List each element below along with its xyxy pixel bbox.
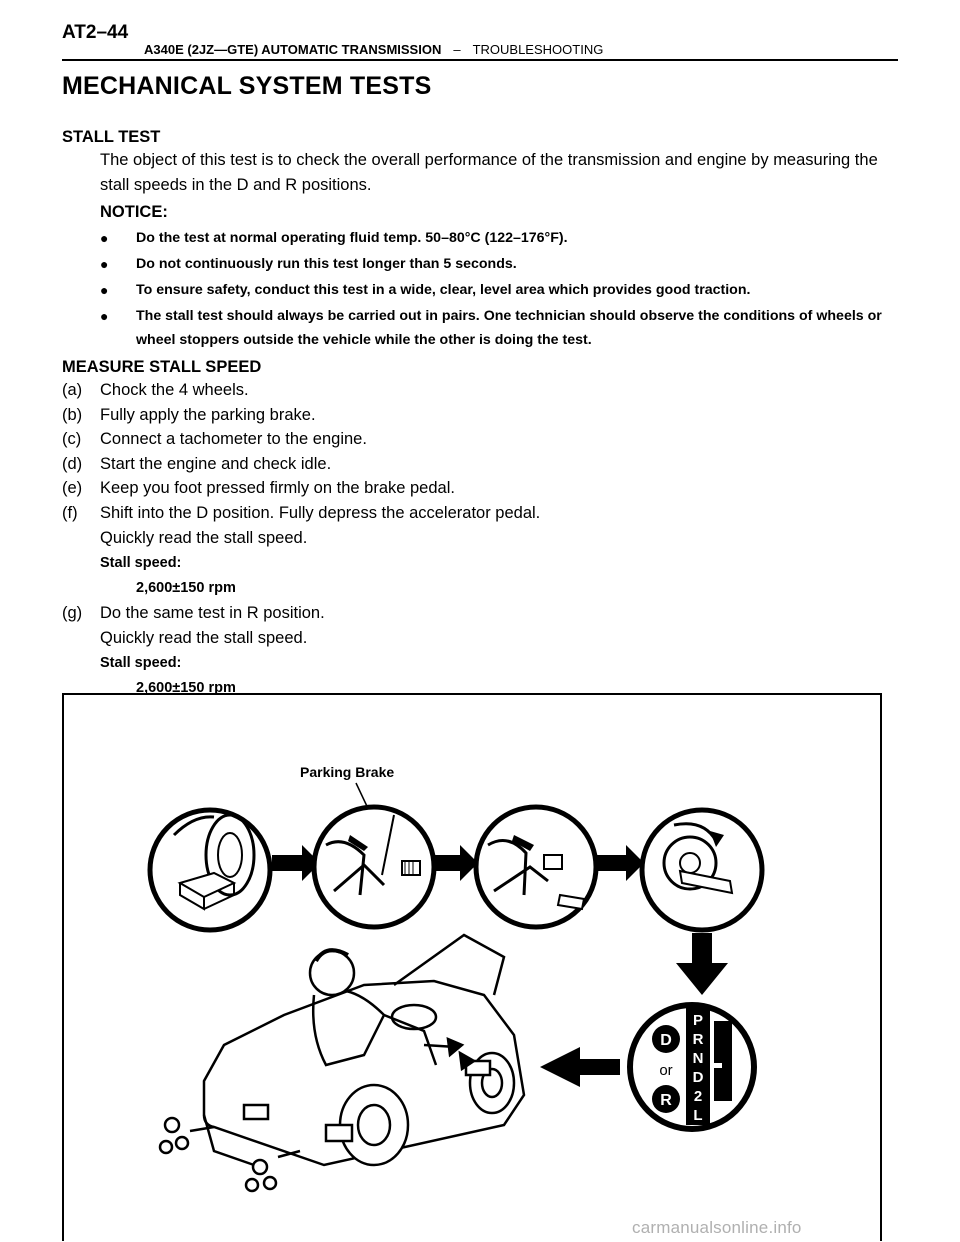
arrow-down-icon xyxy=(676,933,728,995)
step-label: (a) xyxy=(62,381,83,399)
step-label: (d) xyxy=(62,454,83,473)
step-item: (a) Chock the 4 wheels. xyxy=(62,378,898,403)
gear-letter: 2 xyxy=(694,1088,702,1105)
parking-brake-callout: Parking Brake xyxy=(300,764,394,780)
running-head-model: A340E (2JZ—GTE) AUTOMATIC TRANSMISSION xyxy=(144,42,442,57)
notice-label: NOTICE: xyxy=(100,203,168,221)
arrow-right-icon xyxy=(272,845,320,881)
bullet-icon: ● xyxy=(100,308,109,324)
arrow-left-icon xyxy=(540,1047,620,1087)
arrow-right-icon xyxy=(432,845,478,881)
step-text: Do the same test in R position. xyxy=(100,604,325,623)
step-text: Shift into the D position. Fully depress… xyxy=(100,503,541,522)
step-label: (b) xyxy=(62,405,83,424)
main-content: STALL TEST The object of this test is to… xyxy=(62,126,898,701)
notice-text: To ensure safety, conduct this test in a… xyxy=(136,282,751,298)
gear-letter: L xyxy=(693,1107,702,1124)
notice-list: ● Do the test at normal operating fluid t… xyxy=(100,226,898,352)
stall-test-description: The object of this test is to check the … xyxy=(100,151,878,194)
bullet-icon: ● xyxy=(100,256,109,272)
notice-text: The stall test should always be carried … xyxy=(136,308,882,348)
running-head-separator: – xyxy=(453,42,461,57)
notice-item: ● To ensure safety, conduct this test in … xyxy=(100,278,898,302)
selected-r-label: R xyxy=(660,1092,672,1109)
step-text: Fully apply the parking brake. xyxy=(100,405,316,424)
running-head-section: TROUBLESHOOTING xyxy=(472,42,604,57)
notice-text: Do not continuously run this test longer… xyxy=(136,256,517,272)
running-head: A340E (2JZ—GTE) AUTOMATIC TRANSMISSION–T… xyxy=(144,42,603,57)
selected-d-label: D xyxy=(660,1032,672,1049)
gear-letter: R xyxy=(693,1031,704,1048)
step-label: (g) xyxy=(62,604,83,623)
shift-indicator-icon: D or R P R N D 2 L xyxy=(627,1002,757,1132)
notice-item: ● Do not continuously run this test longe… xyxy=(100,252,898,276)
header-rule xyxy=(62,59,898,61)
measure-heading: MEASURE STALL SPEED xyxy=(62,358,262,376)
notice-item: ● Do the test at normal operating fluid t… xyxy=(100,226,898,250)
step-item: (b) Fully apply the parking brake. xyxy=(62,403,898,428)
watermark: carmanualsonline.info xyxy=(632,1218,802,1237)
step-text: Keep you foot pressed firmly on the brak… xyxy=(100,479,455,498)
spec-value: 2,600±150 rpm xyxy=(136,680,236,697)
step-item: (d) Start the engine and check idle. xyxy=(62,452,898,477)
step-label: (e) xyxy=(62,479,83,498)
parking-brake-icon xyxy=(311,804,437,930)
gear-letter: N xyxy=(693,1050,704,1067)
step-text-continued: Quickly read the stall speed. xyxy=(100,628,308,647)
car-with-technician-icon xyxy=(158,933,526,1193)
step-label: (c) xyxy=(62,430,82,449)
ignition-key-icon xyxy=(639,807,765,933)
brake-pedal-icon xyxy=(473,804,599,930)
spec-label: Stall speed: xyxy=(100,655,182,672)
gear-letter: D xyxy=(693,1069,704,1086)
step-text: Start the engine and check idle. xyxy=(100,454,332,473)
or-label: or xyxy=(659,1062,672,1079)
step-label: (f) xyxy=(62,503,78,522)
stall-test-heading: STALL TEST xyxy=(62,128,161,146)
page-number: AT2–44 xyxy=(62,22,129,43)
gear-letter: P xyxy=(693,1012,703,1029)
spec-value: 2,600±150 rpm xyxy=(136,580,236,597)
step-text-continued: Quickly read the stall speed. xyxy=(100,528,308,547)
step-item: (c) Connect a tachometer to the engine. xyxy=(62,427,898,452)
arrow-right-icon xyxy=(596,845,644,881)
illustration-svg: Parking Brake xyxy=(147,764,765,1193)
bullet-icon: ● xyxy=(100,282,109,298)
step-text: Connect a tachometer to the engine. xyxy=(100,430,367,449)
stall-test-illustration: Parking Brake xyxy=(62,693,882,1241)
bullet-icon: ● xyxy=(100,230,109,246)
wheel-chock-icon xyxy=(147,807,273,933)
spec-label: Stall speed: xyxy=(100,555,182,572)
notice-item: ● The stall test should always be carried… xyxy=(100,304,898,352)
step-item: (g) Do the same test in R position. Quickl… xyxy=(62,601,898,650)
step-item: (f) Shift into the D position. Fully depr… xyxy=(62,501,898,550)
notice-text: Do the test at normal operating fluid te… xyxy=(136,230,568,246)
page-header: AT2–44 A340E (2JZ—GTE) AUTOMATIC TRANSMI… xyxy=(62,22,898,62)
step-item: (e) Keep you foot pressed firmly on the b… xyxy=(62,476,898,501)
step-list: (a) Chock the 4 wheels. (b) Fully apply th… xyxy=(62,378,898,701)
step-text: Chock the 4 wheels. xyxy=(100,381,249,399)
page-title: MECHANICAL SYSTEM TESTS xyxy=(62,72,432,100)
